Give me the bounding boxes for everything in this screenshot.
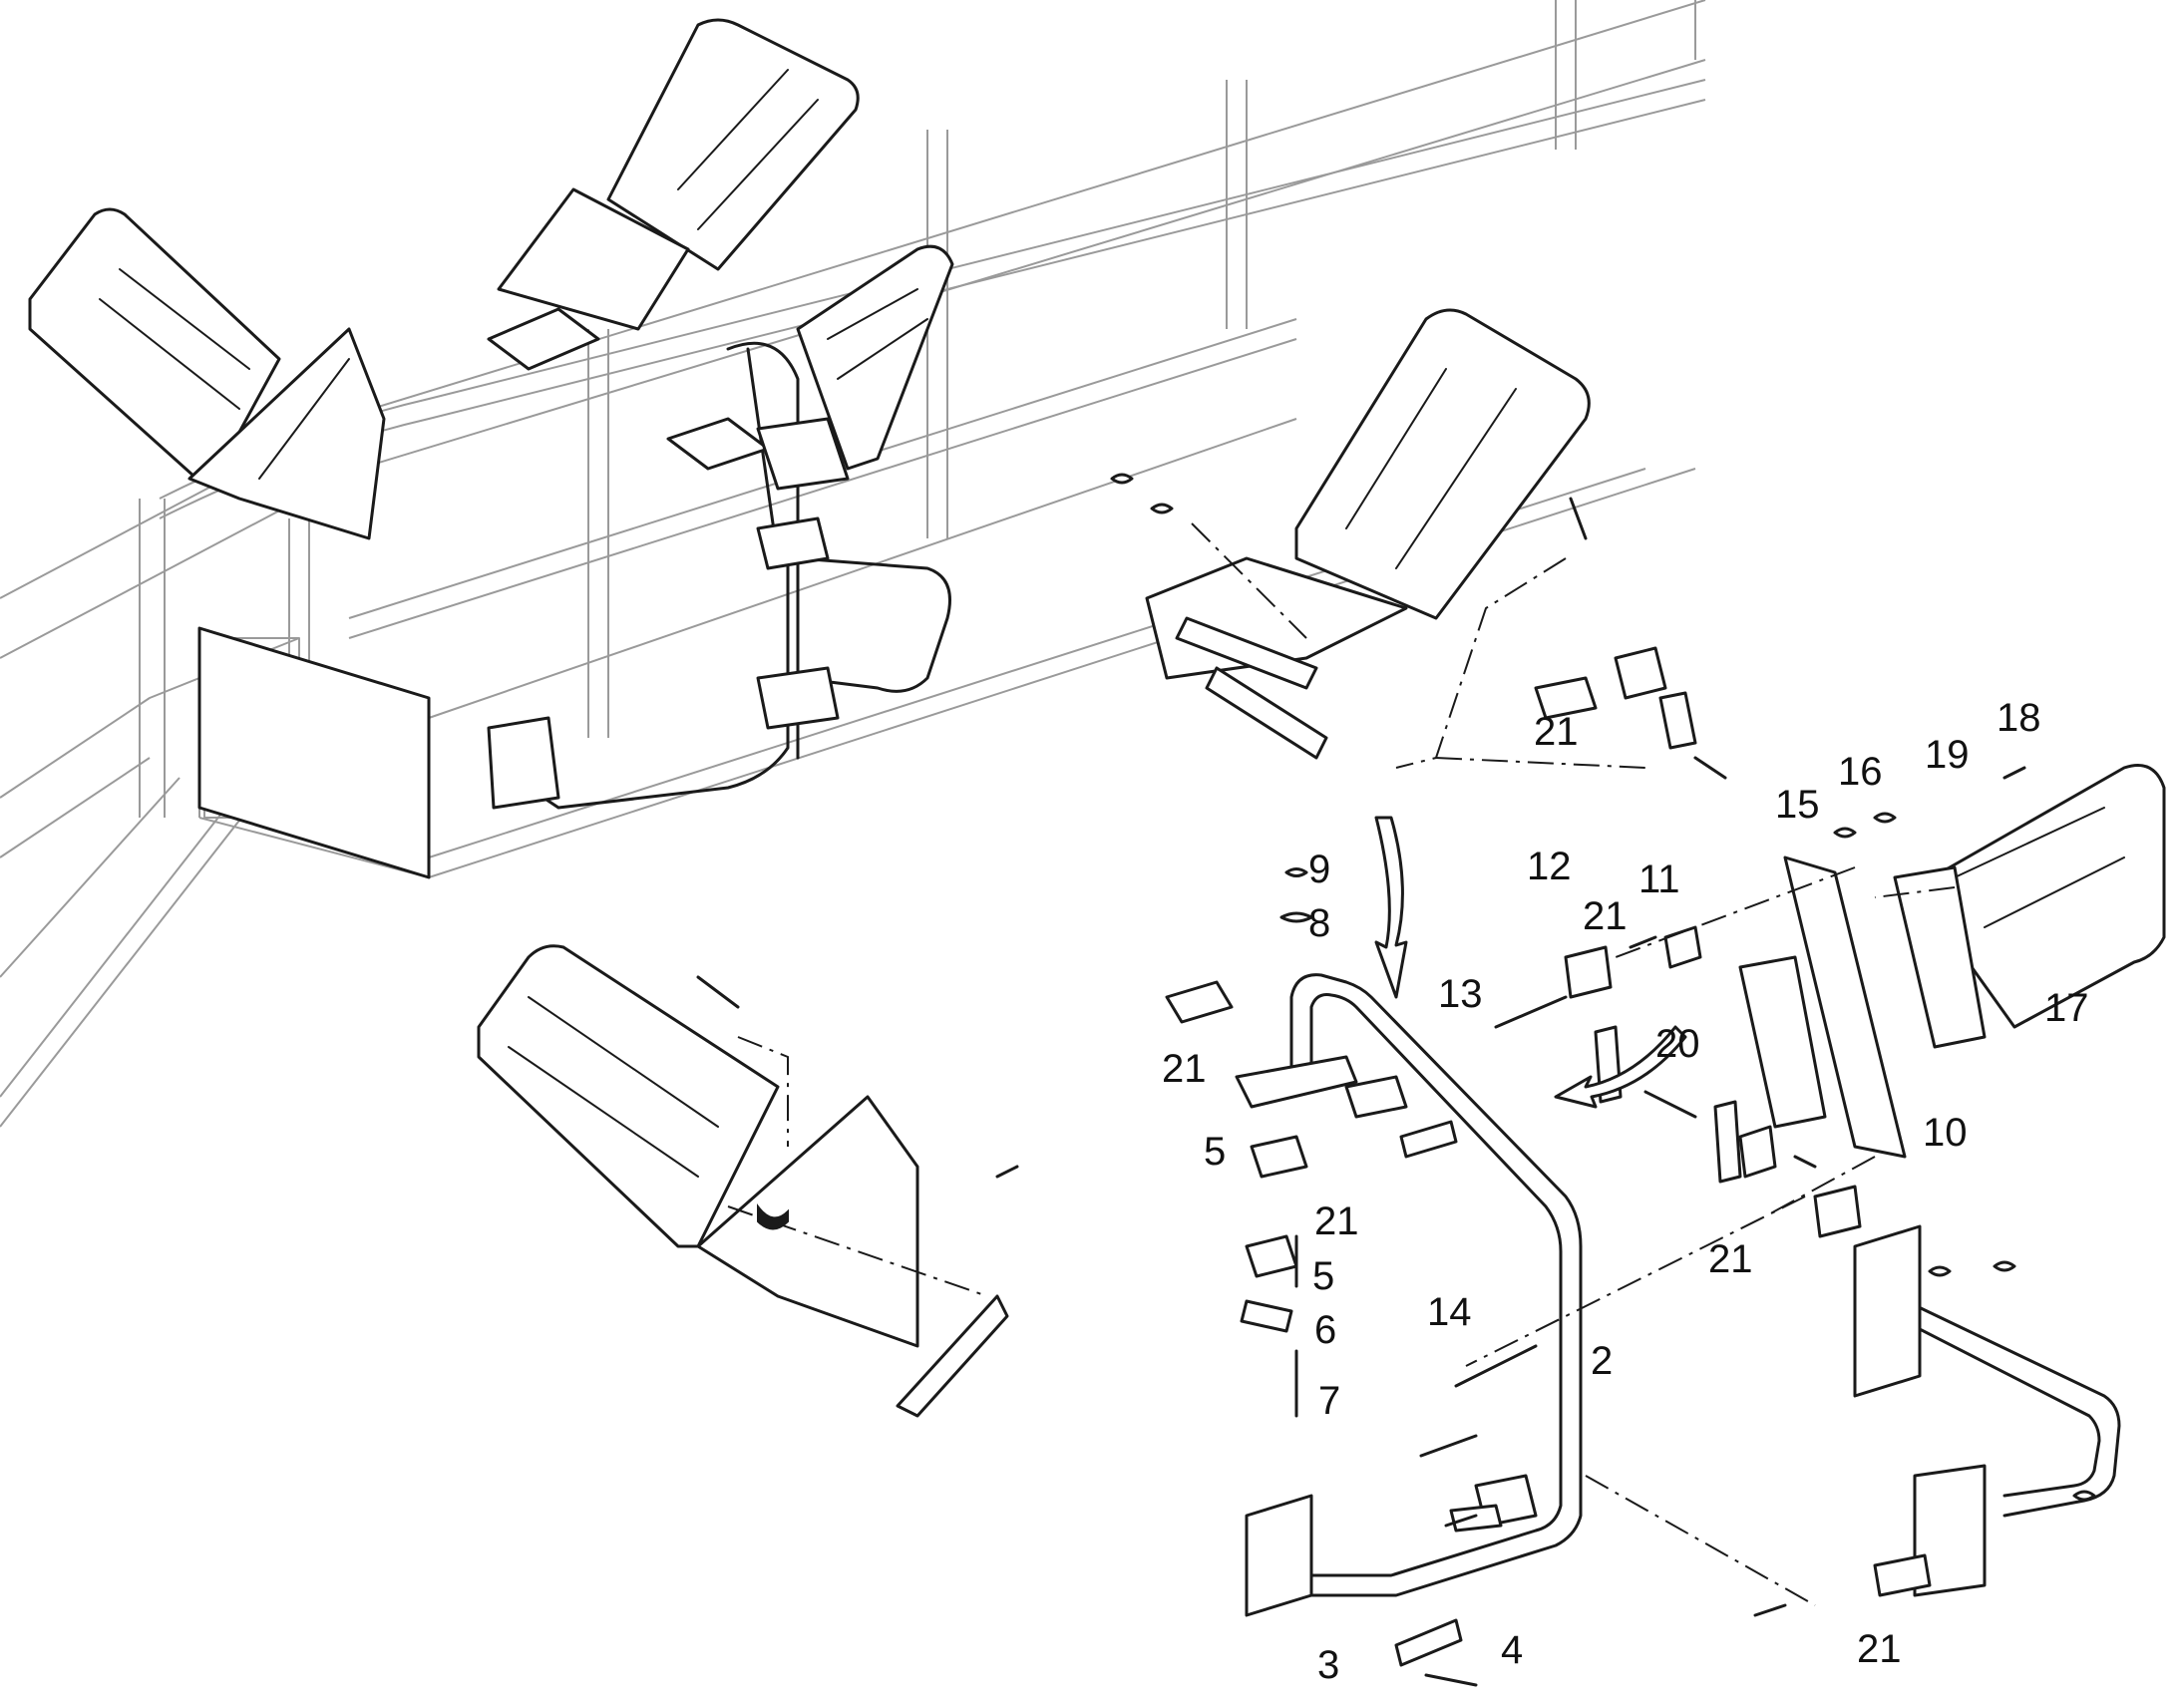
assembly-leader-lines [727, 522, 1956, 1606]
assembled-deflector-top [487, 18, 860, 371]
callout-label: 3 [1317, 1643, 1339, 1687]
callout-label: 9 [1308, 848, 1330, 891]
callout-label: 7 [1318, 1379, 1340, 1423]
callout-label: 21 [1583, 894, 1628, 938]
callout-label: 12 [1527, 845, 1572, 888]
callout-label: 11 [1638, 857, 1680, 901]
callout-label: 15 [1775, 783, 1820, 827]
callout-labels: 21 18 19 16 15 9 12 11 8 21 13 17 20 21 … [1162, 696, 2089, 1687]
deflector-plate-exploded-left [477, 944, 1009, 1418]
callout-label: 4 [1501, 1628, 1523, 1672]
callout-label: 6 [1314, 1308, 1336, 1352]
assembled-deflector-left [28, 207, 386, 540]
callout-label: 8 [1308, 901, 1330, 945]
deflector-plate-exploded-right [1738, 764, 2166, 1159]
callout-label: 10 [1923, 1111, 1968, 1155]
assembled-bracket-rail [197, 341, 951, 879]
assembled-deflector-right [796, 244, 954, 471]
callout-label: 16 [1838, 750, 1883, 794]
callout-label: 21 [1314, 1199, 1359, 1243]
callout-label: 21 [1162, 1047, 1207, 1091]
callout-label: 13 [1438, 972, 1483, 1016]
callout-label: 5 [1204, 1130, 1226, 1174]
callout-label: 21 [1708, 1237, 1753, 1281]
callout-label: 20 [1655, 1022, 1700, 1066]
callout-label: 17 [2044, 986, 2089, 1030]
callout-label: 18 [1997, 696, 2041, 740]
tubular-bracket-frame [1245, 973, 2121, 1617]
background-machine-frame [0, 0, 1706, 1128]
callout-label: 21 [1857, 1627, 1902, 1671]
deflector-plate-exploded-upper [1145, 308, 1591, 760]
callout-label: 14 [1427, 1290, 1472, 1334]
callout-label: 5 [1312, 1254, 1334, 1298]
callout-label: 21 [1534, 710, 1579, 754]
direction-arrows [1374, 816, 1687, 1109]
callout-label: 19 [1925, 733, 1970, 777]
callout-label: 2 [1591, 1339, 1613, 1383]
clamp-hardware [696, 473, 2096, 1687]
